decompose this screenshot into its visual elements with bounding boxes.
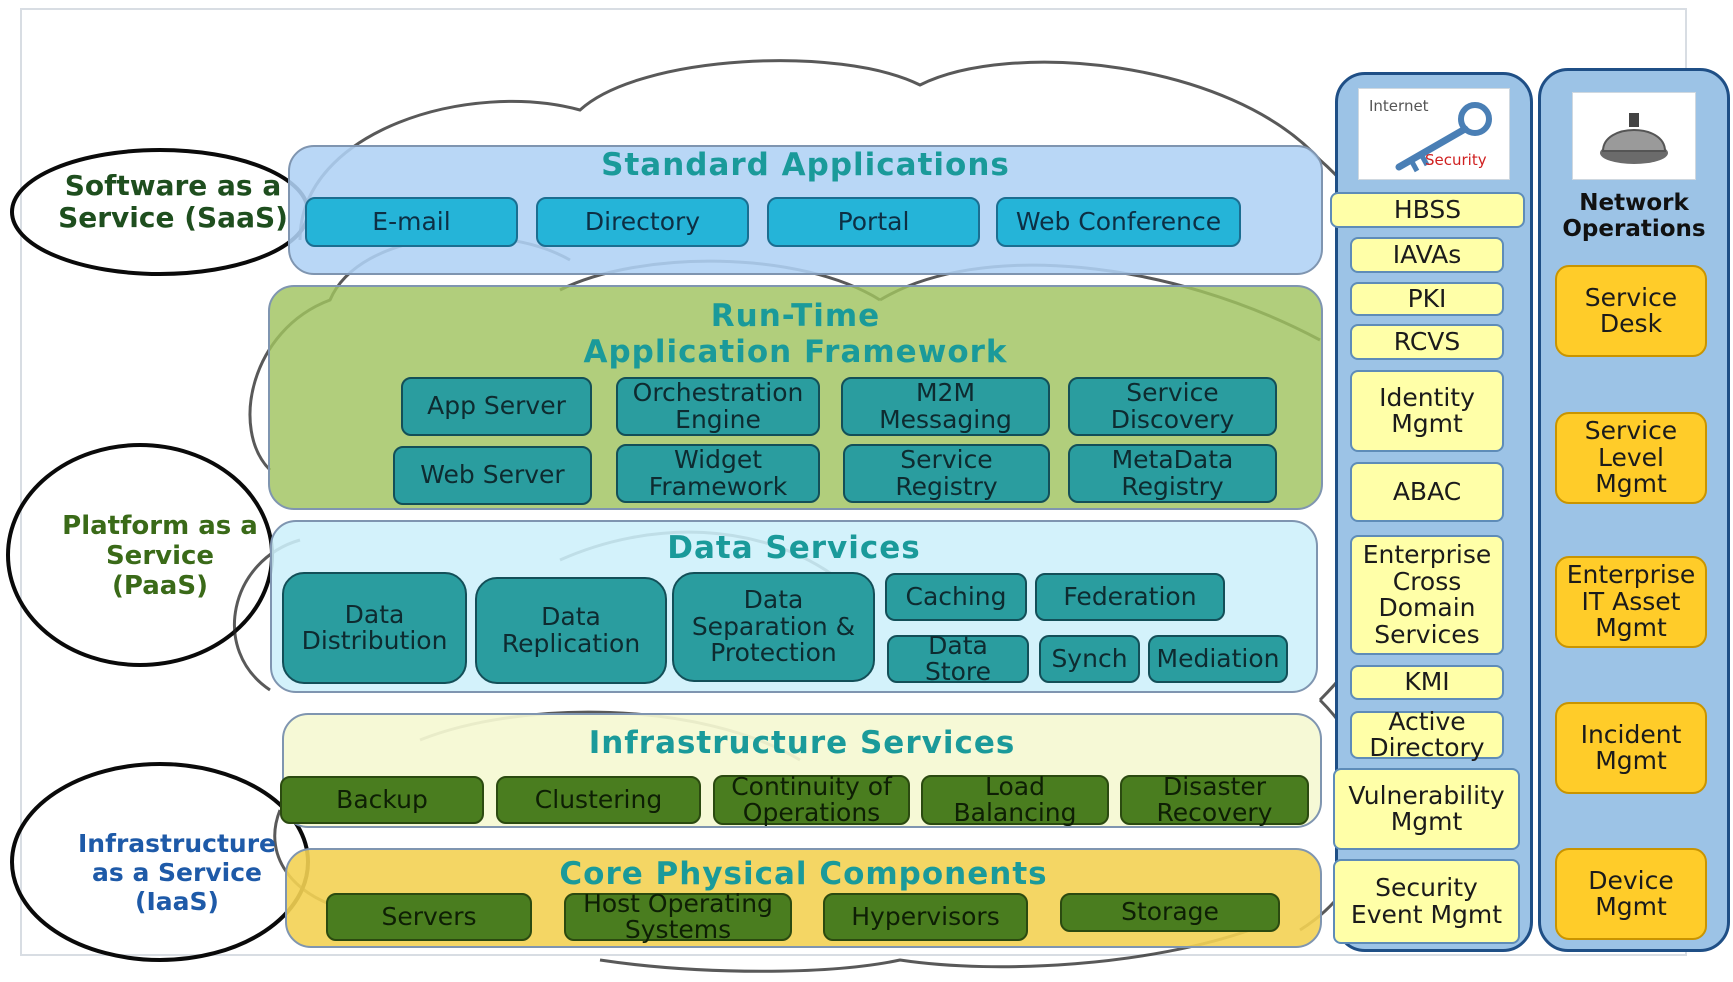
core-host-operating-systems: Host Operating Systems bbox=[564, 890, 792, 943]
sec-identity-mgmt: Identity Mgmt bbox=[1350, 370, 1504, 452]
section-title-line2: Application Framework bbox=[583, 334, 1008, 370]
bell-icon bbox=[1600, 113, 1668, 164]
runtime-widget-framework: Widget Framework bbox=[616, 444, 820, 503]
infra-continuity-of-operations: Continuity of Operations bbox=[713, 773, 910, 826]
data-mediation: Mediation bbox=[1148, 635, 1288, 683]
netops-service-desk: Service Desk bbox=[1555, 265, 1707, 357]
runtime-service-registry: Service Registry bbox=[843, 444, 1050, 503]
data-federation: Federation bbox=[1035, 573, 1225, 621]
data-synch: Synch bbox=[1039, 635, 1140, 683]
app-email: E-mail bbox=[305, 197, 518, 247]
saas-label: Software as a Service (SaaS) bbox=[58, 169, 288, 235]
section-title: Infrastructure Services bbox=[588, 725, 1016, 761]
infra-clustering: Clustering bbox=[496, 776, 701, 824]
netops-device-mgmt: Device Mgmt bbox=[1555, 848, 1707, 940]
app-portal: Portal bbox=[767, 197, 980, 247]
sec-pki: PKI bbox=[1350, 282, 1504, 316]
app-directory: Directory bbox=[536, 197, 749, 247]
core-servers: Servers bbox=[326, 893, 532, 941]
sec-hbss: HBSS bbox=[1330, 192, 1525, 228]
runtime-service-discovery: Service Discovery bbox=[1068, 377, 1277, 436]
sec-abac: ABAC bbox=[1350, 462, 1504, 522]
network-operations-column bbox=[1538, 68, 1730, 952]
data-store: Data Store bbox=[887, 632, 1029, 685]
core-storage: Storage bbox=[1060, 893, 1280, 932]
data-replication: Data Replication bbox=[475, 577, 667, 684]
network-device-icon bbox=[1572, 92, 1696, 180]
sec-enterprise-cross-domain-services: Enterprise Cross Domain Services bbox=[1350, 535, 1504, 655]
key-icon bbox=[1395, 102, 1492, 173]
runtime-metadata-registry: MetaData Registry bbox=[1068, 444, 1277, 503]
network-operations-title: Network Operations bbox=[1562, 190, 1706, 243]
runtime-web-server: Web Server bbox=[393, 446, 592, 505]
data-distribution: Data Distribution bbox=[282, 572, 467, 684]
netops-service-level-mgmt: Service Level Mgmt bbox=[1555, 412, 1707, 504]
netops-enterprise-it-asset-mgmt: Enterprise IT Asset Mgmt bbox=[1555, 556, 1707, 648]
internet-security-icon: Internet Security bbox=[1358, 88, 1510, 180]
sec-active-directory: Active Directory bbox=[1350, 708, 1504, 761]
section-title-line1: Run-Time bbox=[710, 298, 881, 334]
section-title: Standard Applications bbox=[601, 147, 1010, 183]
sec-kmi: KMI bbox=[1350, 665, 1504, 700]
internet-text: Internet bbox=[1369, 97, 1429, 115]
sec-vulnerability-mgmt: Vulnerability Mgmt bbox=[1333, 768, 1520, 850]
security-text: Security bbox=[1425, 151, 1487, 169]
sec-rcvs: RCVS bbox=[1350, 324, 1504, 360]
data-caching: Caching bbox=[885, 573, 1027, 621]
section-title: Data Services bbox=[667, 530, 921, 566]
core-hypervisors: Hypervisors bbox=[823, 893, 1028, 941]
iaas-label: Infrastructure as a Service (IaaS) bbox=[78, 829, 276, 916]
sec-security-event-mgmt: Security Event Mgmt bbox=[1333, 859, 1520, 944]
runtime-app-server: App Server bbox=[401, 377, 592, 436]
infra-backup: Backup bbox=[280, 776, 484, 824]
infra-load-balancing: Load Balancing bbox=[921, 773, 1109, 826]
sec-iavas: IAVAs bbox=[1350, 237, 1504, 273]
paas-label: Platform as a Service (PaaS) bbox=[62, 511, 258, 601]
runtime-m2m-messaging: M2M Messaging bbox=[841, 377, 1050, 436]
app-web-conference: Web Conference bbox=[996, 197, 1241, 247]
runtime-orchestration-engine: Orchestration Engine bbox=[616, 377, 820, 436]
netops-incident-mgmt: Incident Mgmt bbox=[1555, 702, 1707, 794]
infra-disaster-recovery: Disaster Recovery bbox=[1120, 773, 1309, 826]
section-title: Core Physical Components bbox=[559, 856, 1048, 892]
data-separation-protection: Data Separation & Protection bbox=[672, 572, 875, 682]
